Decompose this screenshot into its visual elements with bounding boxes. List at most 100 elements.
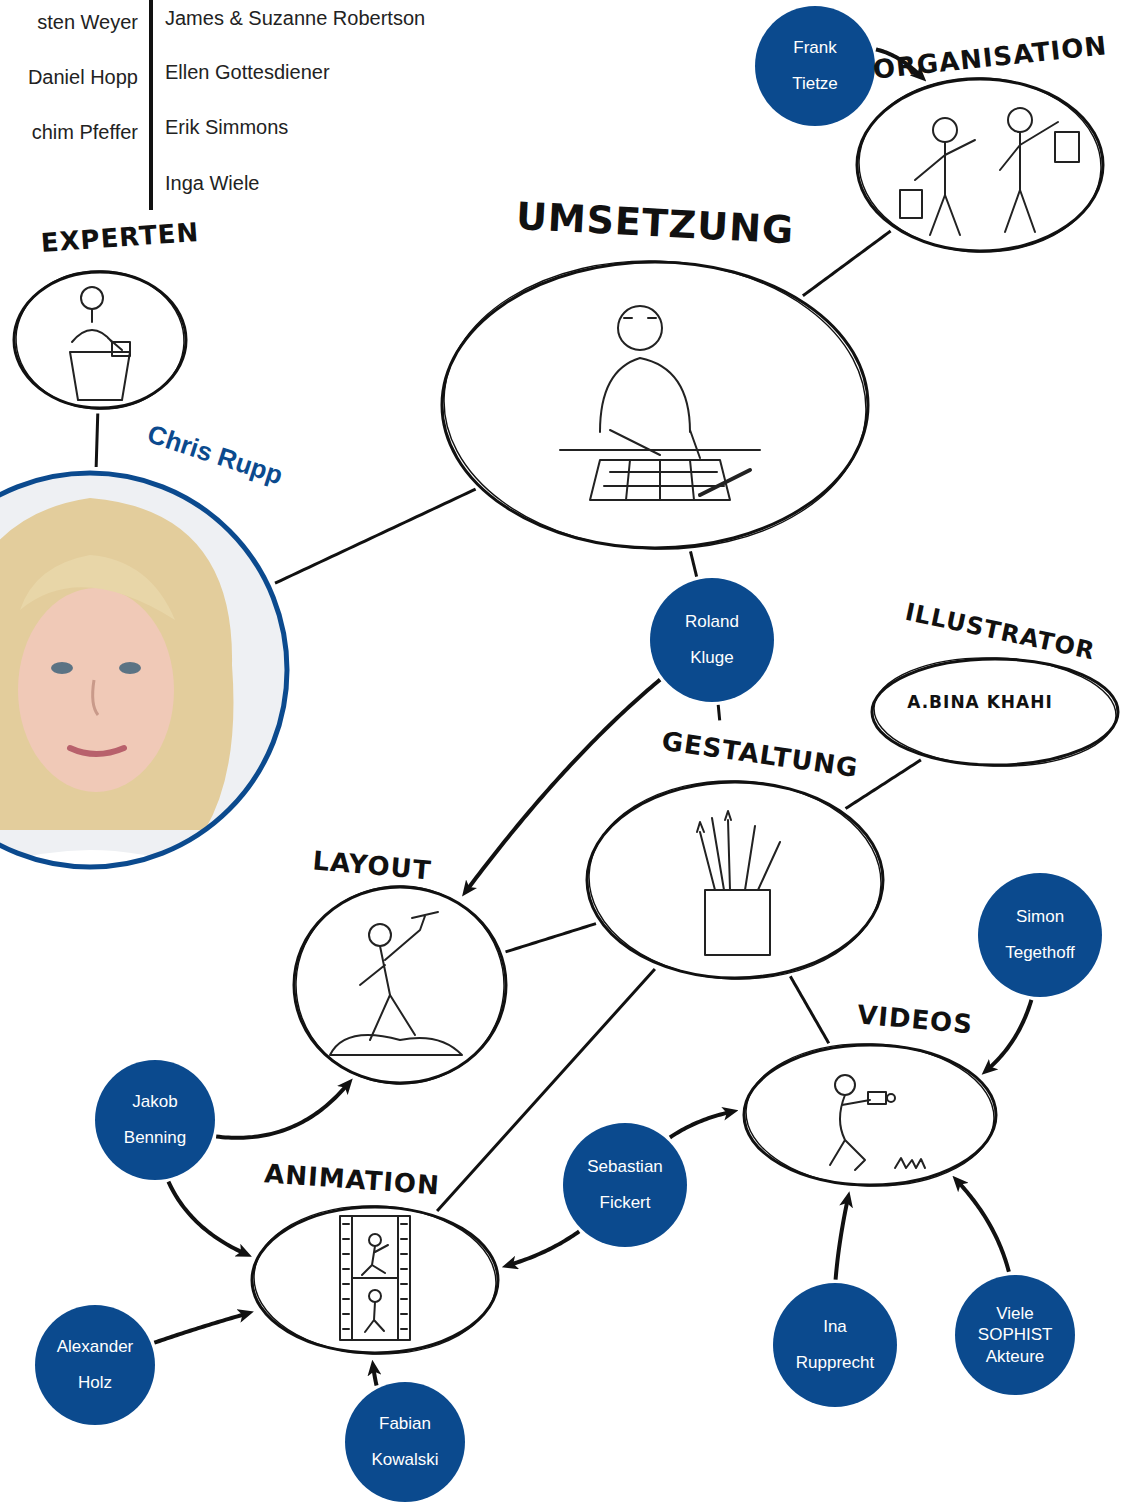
person-circle: Fabian Kowalski <box>345 1382 465 1502</box>
person-circle: Viele SOPHIST Akteure <box>955 1275 1075 1395</box>
text-holder: Alexander Holz <box>57 1329 134 1400</box>
ellipse-sketch <box>744 1040 997 1191</box>
connector-arrow <box>988 1000 1032 1070</box>
ellipse-outline <box>12 270 188 410</box>
person-name: Frank Tietze <box>792 30 838 101</box>
person-circle: Ina Rupprecht <box>773 1283 897 1407</box>
text-holder: Simon Tegethoff <box>1005 899 1075 970</box>
ellipse-border <box>442 262 868 548</box>
camera-figure <box>830 1075 925 1170</box>
connector-arrow <box>154 1314 246 1343</box>
circle-outline <box>95 1060 215 1180</box>
person-name: Fabian Kowalski <box>371 1406 438 1477</box>
circle-fill <box>345 1382 465 1502</box>
expert-list-rule <box>149 0 153 210</box>
connector-arrow <box>467 680 660 891</box>
person-circle: Jakob Benning <box>95 1060 215 1180</box>
connector-arrow <box>373 1368 376 1386</box>
ellipse-sketch <box>872 654 1118 770</box>
ellipse-outline <box>250 1205 500 1355</box>
person-name: Jakob Benning <box>124 1084 186 1155</box>
connector-arrow <box>168 1182 244 1254</box>
circle-outline <box>563 1123 687 1247</box>
connector-line <box>690 551 696 576</box>
ellipse-sketch <box>14 268 187 412</box>
text-holder: LAYOUT <box>311 845 432 886</box>
label-holder: Inga Wiele <box>165 172 260 195</box>
label-holder: chim Pfeffer <box>32 121 138 144</box>
circle-fill <box>650 578 774 702</box>
label-holder: Erik Simmons <box>165 116 288 139</box>
connector-arrow <box>836 1199 848 1279</box>
sculptor-figure <box>330 912 462 1055</box>
label-holder: sten Weyer <box>37 11 138 34</box>
category-heading: EXPERTEN <box>40 217 201 259</box>
category-ellipse: ILLUSTRATORA.BINA KHAHI <box>870 657 1120 767</box>
text-holder: Sebastian Fickert <box>587 1149 663 1220</box>
ellipse-outline <box>855 77 1105 253</box>
text-holder: ANIMATION <box>263 1158 441 1201</box>
circle-outline <box>345 1382 465 1502</box>
person-name: Simon Tegethoff <box>1005 899 1075 970</box>
writer-figure <box>560 306 760 500</box>
person-circle: Alexander Holz <box>35 1305 155 1425</box>
category-heading: ANIMATION <box>263 1158 441 1201</box>
circle-fill <box>563 1123 687 1247</box>
category-ellipse: ORGANISATION <box>855 77 1105 253</box>
connector-line <box>506 924 596 952</box>
text-holder: VIDEOS <box>856 999 974 1040</box>
text-holder: ORGANISATION <box>871 30 1108 86</box>
expert-name: Inga Wiele <box>165 172 260 195</box>
text-holder: EXPERTEN <box>40 217 201 259</box>
circle-fill <box>978 873 1102 997</box>
label-holder: Ellen Gottesdiener <box>165 61 330 84</box>
text-holder: Roland Kluge <box>685 604 739 675</box>
portrait-border <box>0 473 287 867</box>
ellipse-border <box>744 1045 996 1185</box>
expert-name: sten Weyer <box>37 11 138 34</box>
text-holder: Viele SOPHIST Akteure <box>978 1303 1052 1367</box>
category-ellipse: GESTALTUNG <box>585 780 885 980</box>
text-holder: A.BINA KHAHI <box>907 692 1053 712</box>
category-ellipse: ANIMATION <box>250 1205 500 1355</box>
label-holder: James & Suzanne Robertson <box>165 7 425 30</box>
text-holder: Fabian Kowalski <box>371 1406 438 1477</box>
portrait-picture <box>0 472 288 900</box>
category-heading: ORGANISATION <box>871 30 1108 86</box>
text-holder: Ina Rupprecht <box>796 1309 874 1380</box>
organiser-figures <box>900 108 1079 235</box>
ellipse-outline <box>292 885 508 1085</box>
ellipse-sketch <box>293 882 508 1087</box>
ellipse-outline <box>742 1043 998 1187</box>
ellipse-border <box>252 1207 498 1353</box>
text-holder: Chris Rupp <box>144 419 287 492</box>
expert-name: Daniel Hopp <box>28 66 138 89</box>
connector-arrow <box>958 1182 1009 1272</box>
portrait-circle: Chris Rupp <box>0 470 290 870</box>
person-name: Roland Kluge <box>685 604 739 675</box>
person-circle: Simon Tegethoff <box>978 873 1102 997</box>
category-ellipse: EXPERTEN <box>12 270 188 410</box>
ellipse-outline <box>585 780 885 980</box>
circle-fill <box>955 1275 1075 1395</box>
expert-name: James & Suzanne Robertson <box>165 7 425 30</box>
connector-arrow <box>509 1231 579 1265</box>
expert-name: Ellen Gottesdiener <box>165 61 330 84</box>
person-circle: Sebastian Fickert <box>563 1123 687 1247</box>
person-name: Ina Rupprecht <box>796 1309 874 1380</box>
category-heading: LAYOUT <box>311 845 432 886</box>
person-name: Alexander Holz <box>57 1329 134 1400</box>
text-holder: Frank Tietze <box>792 30 838 101</box>
category-ellipse: VIDEOS <box>742 1043 998 1187</box>
connector-line <box>96 413 98 467</box>
ellipse-sketch <box>439 254 871 557</box>
circle-fill <box>95 1060 215 1180</box>
pen-cup <box>697 811 780 955</box>
ellipse-outline <box>440 260 870 550</box>
category-ellipse: LAYOUT <box>292 885 508 1085</box>
text-holder: Jakob Benning <box>124 1084 186 1155</box>
circle-outline <box>35 1305 155 1425</box>
photo-outline <box>0 470 290 870</box>
ellipse-outline <box>870 657 1120 767</box>
